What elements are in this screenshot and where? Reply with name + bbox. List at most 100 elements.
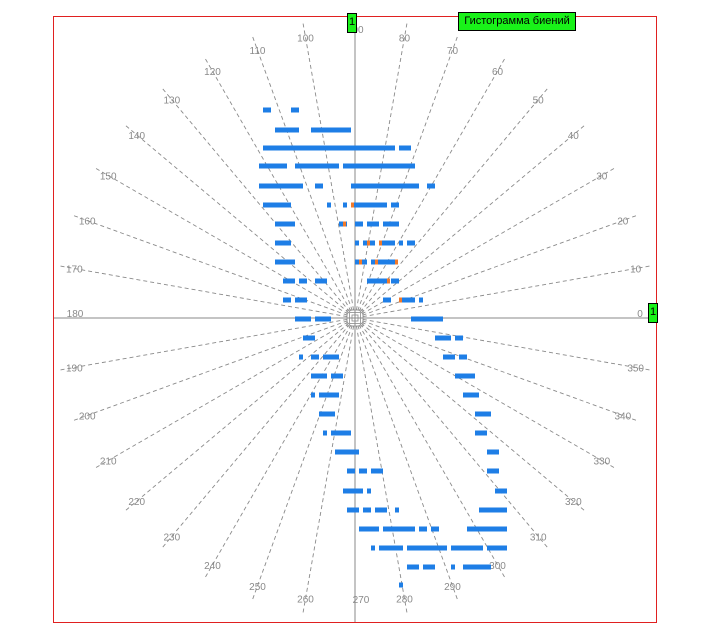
histogram-bar [283,297,291,303]
histogram-bar [311,392,315,398]
angle-label-250: 250 [249,582,266,593]
histogram-bar [359,468,367,474]
histogram-bar [343,202,347,208]
spoke-130 [161,87,351,313]
histogram-bar [275,221,295,227]
angle-label-300: 300 [489,561,506,572]
spoke-240 [204,324,352,579]
histogram-bar [383,526,395,532]
histogram-bar [347,468,355,474]
histogram-bar [443,354,455,360]
angle-label-80: 80 [399,33,411,44]
histogram-bar [295,163,339,169]
spoke-290 [357,325,459,601]
angle-label-310: 310 [530,532,547,543]
histogram-bar [363,507,371,513]
histogram-bar [427,545,447,551]
angle-label-340: 340 [614,411,631,422]
histogram-bar [487,545,499,551]
center-marker [346,309,364,327]
spoke-50 [359,87,549,313]
axes [54,17,656,622]
angle-label-60: 60 [492,67,504,78]
angle-label-230: 230 [163,532,180,543]
right-cursor-marker[interactable]: 1 [648,303,658,323]
histogram-bar [315,183,323,189]
histogram-bar [315,278,327,284]
histogram-bar [375,507,387,513]
histogram-bar [331,430,351,436]
histogram-bar [451,564,455,570]
histogram-bar [259,183,303,189]
angle-label-160: 160 [79,217,96,228]
histogram-bar [299,354,303,360]
histogram-bar [295,316,311,322]
histogram-bar [351,202,387,208]
histogram-bar [435,335,451,341]
histogram-bar [335,449,359,455]
histogram-bar [343,221,346,227]
histogram-bar [379,545,391,551]
spoke-320 [360,322,586,512]
histogram-bar [387,278,390,284]
histogram-bar [295,297,307,303]
angle-label-130: 130 [163,96,180,107]
histogram-bar [371,259,395,265]
angle-label-10: 10 [630,265,642,276]
histogram-bar [371,468,375,474]
top-cursor-marker[interactable]: 1 [347,13,357,33]
spoke-150 [94,167,349,315]
angle-label-140: 140 [128,131,145,142]
histogram-bar [487,449,499,455]
spoke-40 [360,124,586,314]
histogram-bar [319,392,339,398]
histogram-bar [475,411,491,417]
spoke-250 [251,325,353,601]
histogram-bars [259,107,507,588]
spoke-220 [124,322,350,512]
histogram-bar [399,240,403,246]
angle-label-320: 320 [565,497,582,508]
histogram-bar [459,354,467,360]
histogram-bar [487,564,491,570]
spoke-170 [59,265,348,318]
histogram-bar [263,202,291,208]
angle-labels: 0102030405060708090100110120130140150160… [66,25,644,606]
angle-label-200: 200 [79,411,96,422]
histogram-bar [455,335,463,341]
histogram-bar [451,545,475,551]
histogram-bar [499,545,507,551]
histogram-bar [351,183,419,189]
histogram-bar [467,526,507,532]
histogram-bar [383,297,391,303]
histogram-bar [299,278,307,284]
histogram-bar [475,430,487,436]
histogram-bar [375,259,378,265]
angle-label-100: 100 [297,33,314,44]
histogram-bar [455,373,475,379]
angle-label-210: 210 [100,457,117,468]
histogram-bar [399,582,403,588]
histogram-bar [311,354,319,360]
spoke-330 [361,321,616,469]
angle-label-50: 50 [533,96,545,107]
histogram-bar [411,316,443,322]
spoke-140 [124,124,350,314]
histogram-bar [347,507,359,513]
histogram-bar [375,468,383,474]
angle-label-30: 30 [596,172,608,183]
angle-label-170: 170 [66,265,83,276]
histogram-bar [383,221,399,227]
angle-label-40: 40 [568,131,580,142]
histogram-bar [407,240,415,246]
histogram-bar [495,488,507,494]
chart-title: Гистограмма биений [458,12,576,31]
histogram-bar [399,297,415,303]
angle-label-330: 330 [593,457,610,468]
histogram-bar [367,221,379,227]
center-square [349,312,361,324]
spoke-350 [362,318,651,371]
angle-label-190: 190 [66,363,83,374]
spoke-300 [358,324,506,579]
spoke-70 [357,35,459,311]
